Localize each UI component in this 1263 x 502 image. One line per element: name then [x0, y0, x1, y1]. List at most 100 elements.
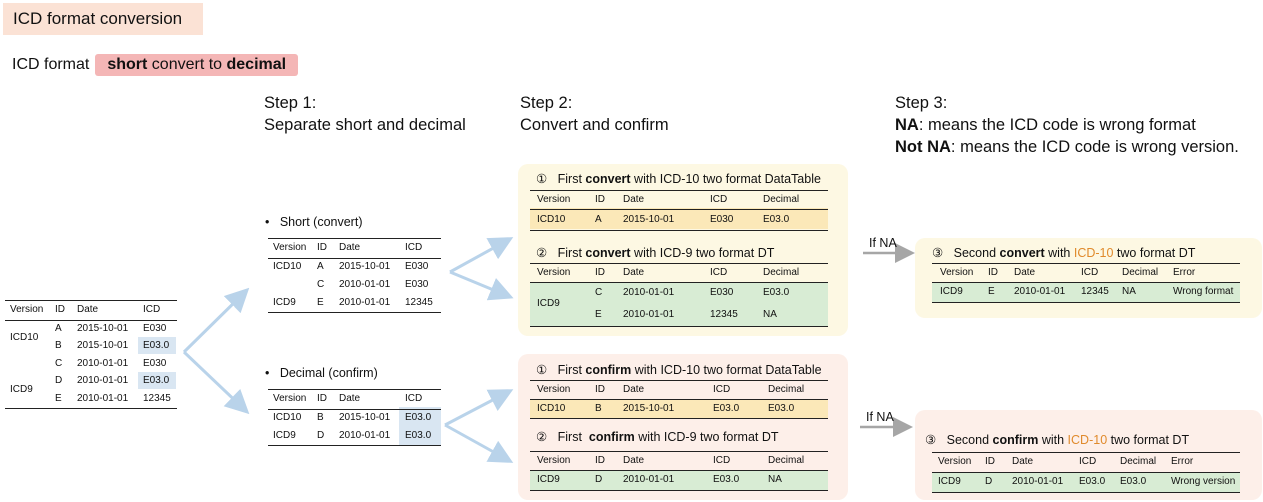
table-header-cell: Decimal	[768, 454, 805, 466]
decimal-bullet: • Decimal (confirm)	[265, 366, 378, 380]
table-header-cell: Version	[273, 393, 307, 404]
table-rule	[268, 258, 441, 259]
table-cell: 12345	[1081, 286, 1109, 297]
table-header-cell: Date	[623, 193, 645, 205]
table-header-cell: Version	[273, 242, 307, 253]
short-bullet: • Short (convert)	[265, 215, 362, 229]
table-cell: C	[317, 279, 325, 290]
decimal-bullet-dot: •	[265, 366, 270, 380]
table-cell: 2010-01-01	[339, 430, 391, 441]
table-cell: 2010-01-01	[77, 357, 129, 369]
table-cell: 12345	[405, 297, 433, 308]
table-rule	[530, 380, 828, 381]
notna-key: Not NA	[895, 138, 951, 156]
table-rule	[530, 451, 828, 452]
table-cell: NA	[763, 309, 777, 320]
if-na-bottom-label: If NA	[866, 410, 894, 424]
step-number-1: ①	[536, 363, 548, 377]
table-cell: D	[317, 430, 325, 441]
table-rule	[268, 445, 441, 446]
step2-heading: Step 2: Convert and confirm	[520, 92, 669, 136]
table-cell: D	[985, 476, 993, 487]
table-header-cell: Decimal	[1122, 266, 1159, 278]
step1-label: Step 1:	[264, 94, 317, 112]
table-header-cell: ID	[595, 383, 605, 395]
conf9-caption: ② First confirm with ICD-9 two format DT	[536, 429, 779, 444]
caption-bold: confirm	[992, 433, 1039, 447]
table-header-cell: ICD	[713, 454, 731, 466]
caption-pre: First	[557, 172, 586, 186]
table-cell: E03.0	[1120, 476, 1147, 487]
table-header-cell: Decimal	[1120, 456, 1157, 467]
caption-bold: convert	[999, 246, 1045, 260]
table-cell: A	[595, 213, 602, 225]
table-cell: B	[595, 402, 602, 414]
table-header-cell: Decimal	[768, 383, 805, 395]
table-header-cell: Version	[537, 193, 571, 205]
conv10-row-highlight	[530, 208, 828, 229]
step-number-3: ③	[932, 246, 944, 260]
table-cell: E03.0	[713, 474, 740, 485]
step3-na-line: NA: means the ICD code is wrong format	[895, 114, 1239, 136]
table-cell: E03.0	[143, 340, 170, 352]
table-rule	[530, 282, 828, 283]
arrow-decimal-to-conf10	[444, 389, 514, 427]
step-number-3: ③	[925, 433, 937, 447]
second-convert-caption: ③ Second convert with ICD-10 two format …	[932, 245, 1195, 260]
table-header-cell: Date	[1014, 266, 1036, 278]
decimal-bullet-label: Decimal (confirm)	[279, 366, 378, 380]
table-cell: E03.0	[143, 375, 170, 387]
table-cell: 2015-10-01	[339, 412, 391, 423]
format-pill: short convert to decimal	[95, 54, 299, 76]
table-header-cell: Version	[537, 266, 571, 278]
table-header-cell: ID	[55, 304, 65, 315]
second-convert-panel	[915, 238, 1262, 318]
caption-post: with ICD-10 two format DataTable	[630, 172, 821, 186]
short-bullet-dot: •	[265, 215, 270, 229]
conf10-caption: ① First confirm with ICD-10 two format D…	[536, 362, 822, 377]
page-title: ICD format conversion	[3, 3, 203, 35]
arrow-decimal-to-conf9	[444, 423, 514, 463]
table-rule	[530, 470, 828, 471]
arrow-short-to-conv10	[449, 237, 514, 274]
table-cell: 12345	[143, 392, 171, 404]
table-cell: 12345	[710, 309, 738, 320]
table-cell: 2010-01-01	[339, 297, 391, 308]
table-header-cell: Decimal	[763, 193, 800, 205]
table-rule	[932, 492, 1240, 493]
table-cell: 2010-01-01	[623, 287, 675, 298]
table-header-cell: ICD	[710, 266, 728, 278]
table-rule	[268, 389, 441, 390]
table-header-cell: Date	[623, 454, 645, 466]
caption-post2: two format DT	[1113, 246, 1196, 260]
short-bullet-label: Short (convert)	[279, 215, 363, 229]
table-cell: ICD10	[537, 402, 566, 414]
step3-label: Step 3:	[895, 94, 948, 112]
table-cell: 2010-01-01	[77, 392, 129, 404]
table-cell: 2010-01-01	[623, 474, 675, 485]
table-rule	[5, 320, 177, 321]
table-cell: NA	[1122, 286, 1136, 297]
table-header-cell: Version	[537, 454, 571, 466]
table-header-cell: Date	[623, 266, 645, 278]
table-rule	[5, 407, 177, 409]
table-cell: ICD9	[537, 474, 560, 485]
conf9-row-highlight	[530, 470, 828, 490]
caption-pre: First	[557, 363, 586, 377]
table-cell: E	[55, 392, 62, 404]
table-rule	[530, 209, 828, 210]
step-number-1: ①	[536, 172, 548, 186]
second-confirm-row-highlight	[932, 472, 1240, 492]
table-cell: C	[595, 287, 603, 298]
table-cell: Wrong format	[1173, 286, 1234, 297]
table-rule	[932, 263, 1240, 264]
table-cell: ICD10	[273, 261, 302, 272]
